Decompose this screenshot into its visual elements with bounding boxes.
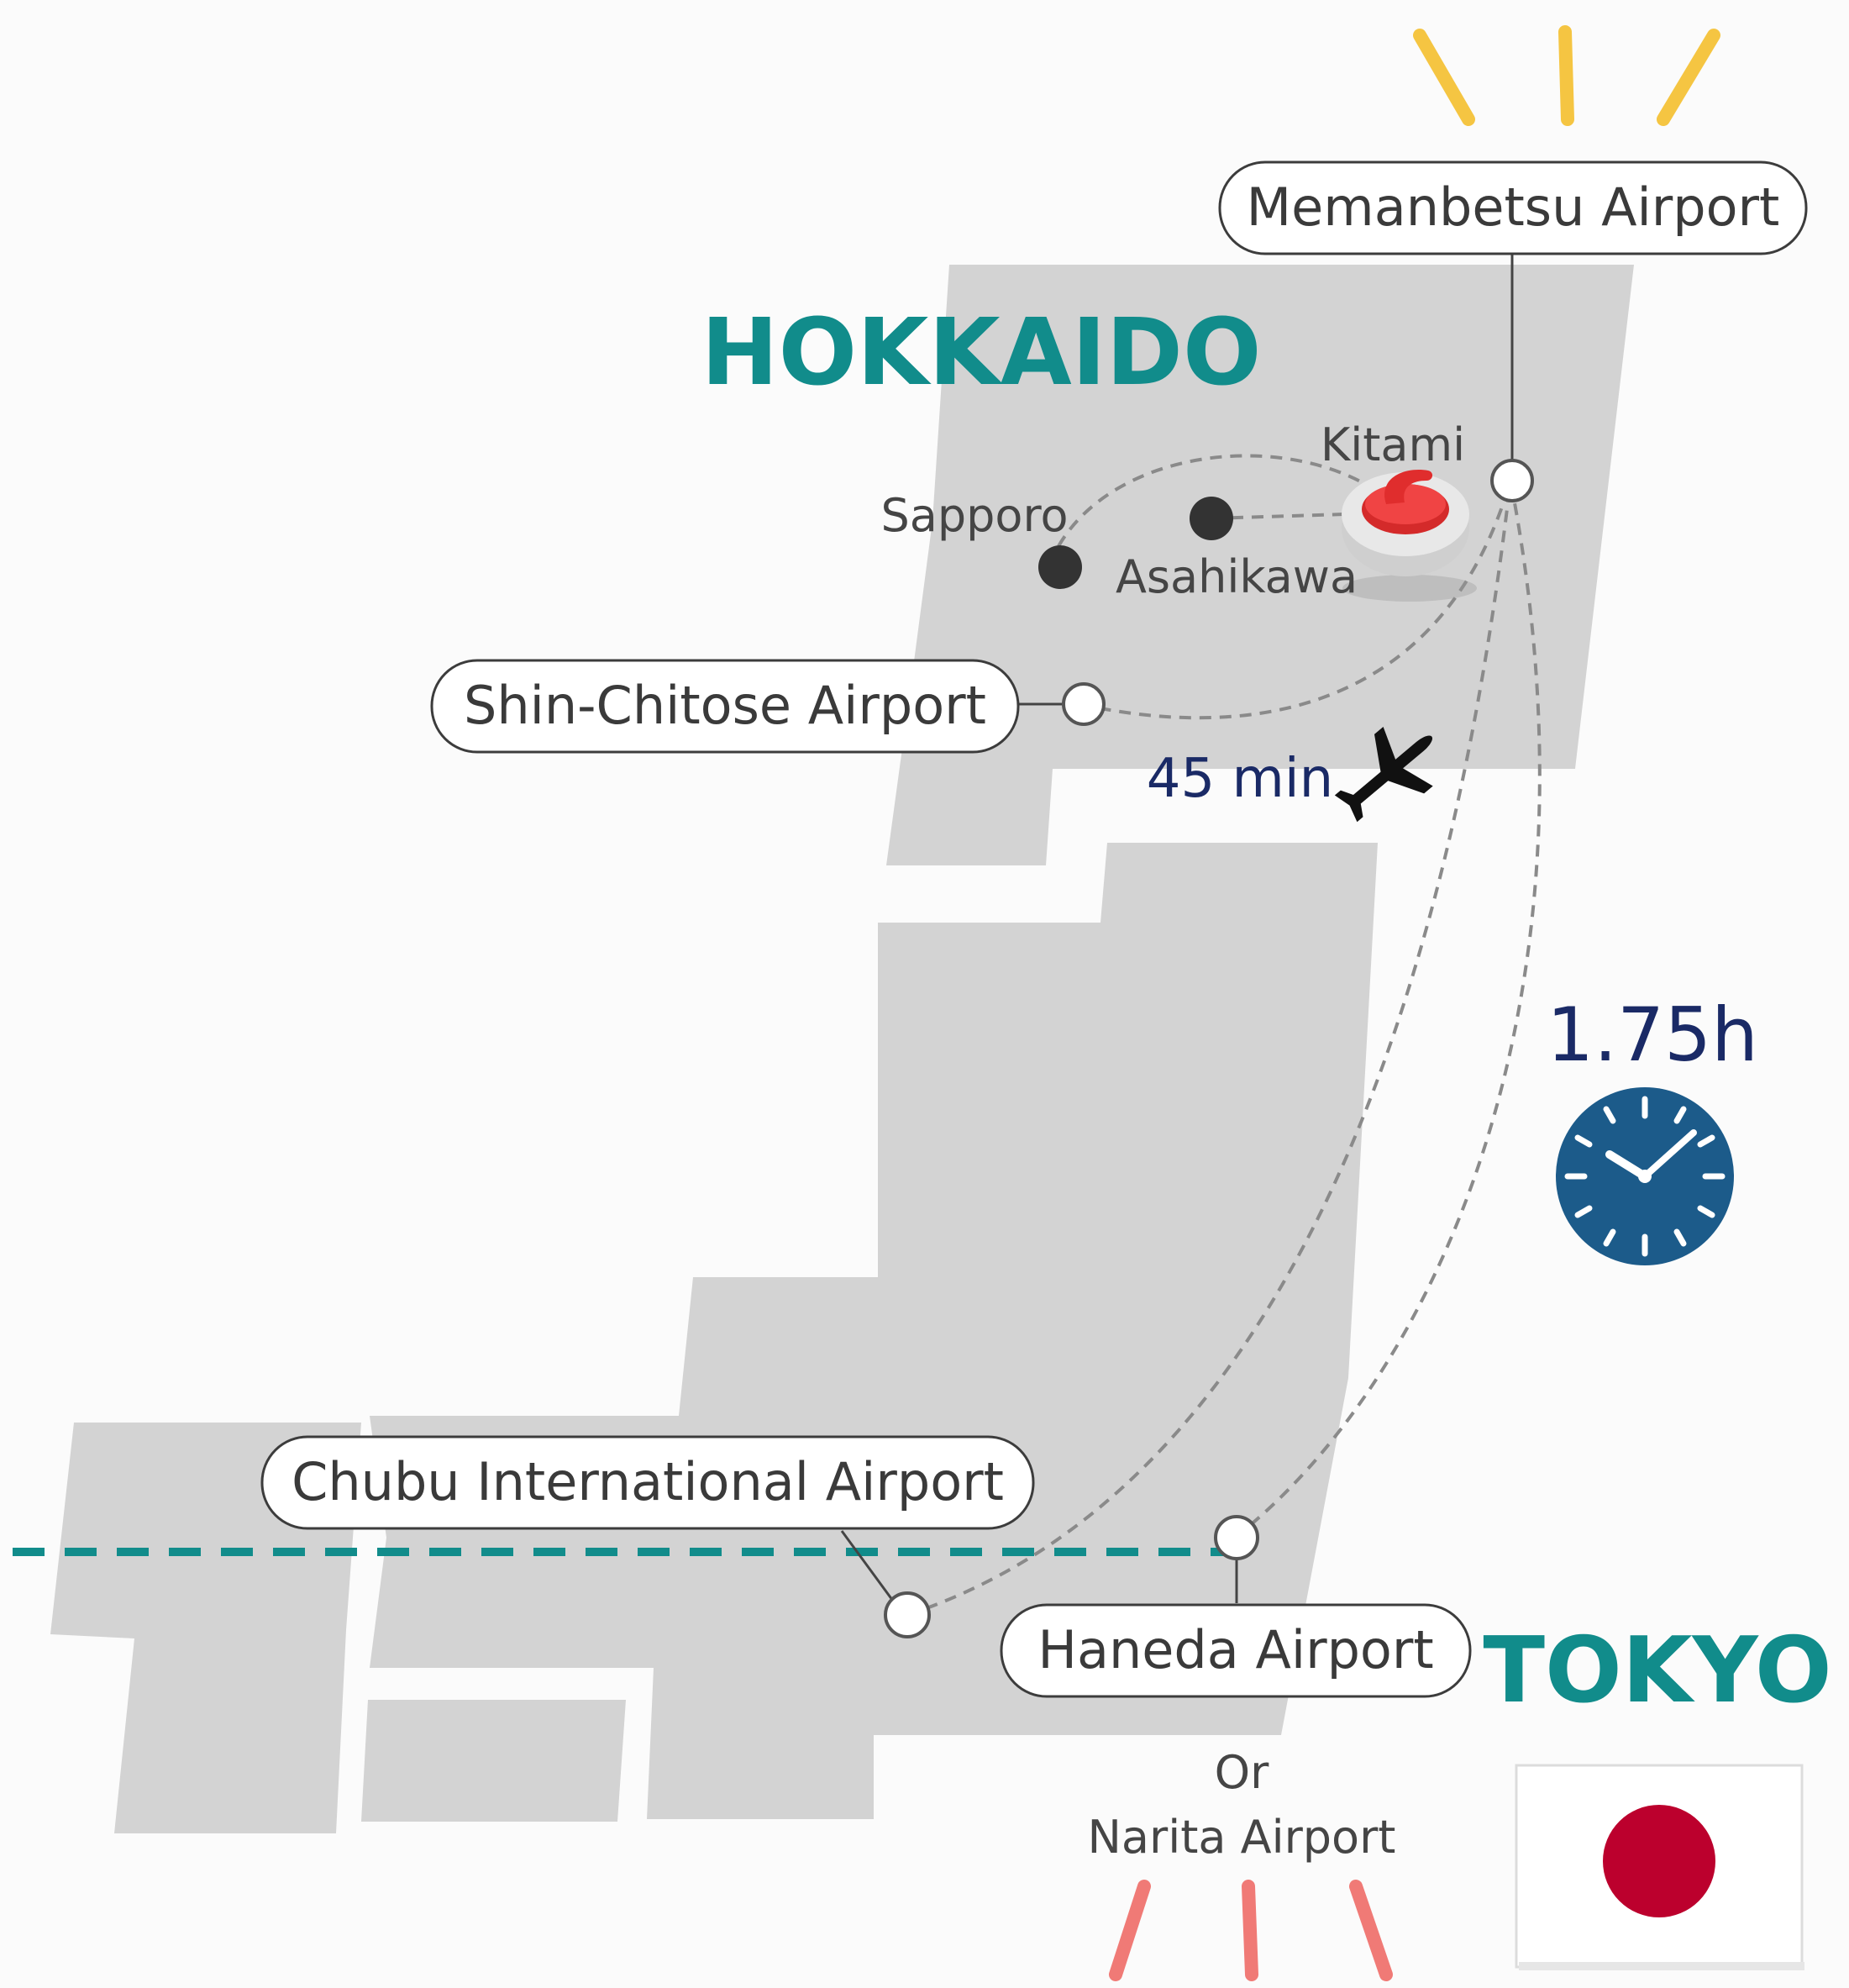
hokkaido-region-label: HOKKAIDO (701, 298, 1262, 406)
narita-airport-label: Narita Airport (1088, 1811, 1396, 1864)
chubu-airport-pill[interactable]: Chubu International Airport (260, 1435, 1035, 1530)
sapporo-label: Sapporo (880, 489, 1068, 542)
shin-chitose-airport-label: Shin-Chitose Airport (464, 675, 986, 736)
honshu-island (370, 843, 1378, 1819)
route-haneda-memanbetsu (1233, 480, 1542, 1539)
sapporo-dot (1038, 545, 1082, 589)
airplane-icon (1334, 727, 1433, 823)
shin-chitose-airport-pill[interactable]: Shin-Chitose Airport (430, 659, 1020, 754)
chubu-marker[interactable] (884, 1591, 931, 1638)
kitami-label: Kitami (1321, 418, 1465, 471)
curling-stone-icon (1342, 470, 1477, 602)
shin-chitose-marker[interactable] (1062, 682, 1106, 726)
route-shinchitose-memanbetsu (1079, 480, 1512, 720)
kyushu-island (50, 1423, 361, 1833)
japan-flag-icon (1515, 1764, 1804, 1970)
leader-lines (840, 254, 1514, 1604)
tokyo-region-label: TOKYO (1483, 1618, 1831, 1723)
memanbetsu-airport-label: Memanbetsu Airport (1247, 176, 1780, 238)
route-asahikawa-kitami (1211, 513, 1345, 520)
clock-icon (1556, 1087, 1734, 1265)
or-label: Or (1215, 1746, 1270, 1799)
shikoku-island (361, 1700, 626, 1822)
asahikawa-label: Asahikawa (1116, 550, 1358, 603)
airport-markers (884, 459, 1534, 1638)
chubu-airport-label: Chubu International Airport (292, 1451, 1004, 1512)
haneda-airport-pill[interactable]: Haneda Airport (1000, 1603, 1472, 1698)
route-chubu-memanbetsu (906, 480, 1512, 1617)
long-flight-duration: 1.75h (1547, 991, 1758, 1078)
haneda-marker[interactable] (1214, 1515, 1259, 1560)
asahikawa-dot (1190, 497, 1233, 540)
memanbetsu-marker[interactable] (1490, 459, 1534, 502)
short-flight-duration: 45 min (1147, 748, 1333, 810)
memanbetsu-airport-pill[interactable]: Memanbetsu Airport (1218, 160, 1808, 255)
flight-routes (906, 454, 1542, 1617)
haneda-airport-label: Haneda Airport (1037, 1619, 1433, 1680)
sunburst-yellow-decoration (1413, 25, 1720, 126)
sunburst-red-decoration (1109, 1880, 1393, 1981)
route-sapporo-kitami (1057, 454, 1388, 548)
